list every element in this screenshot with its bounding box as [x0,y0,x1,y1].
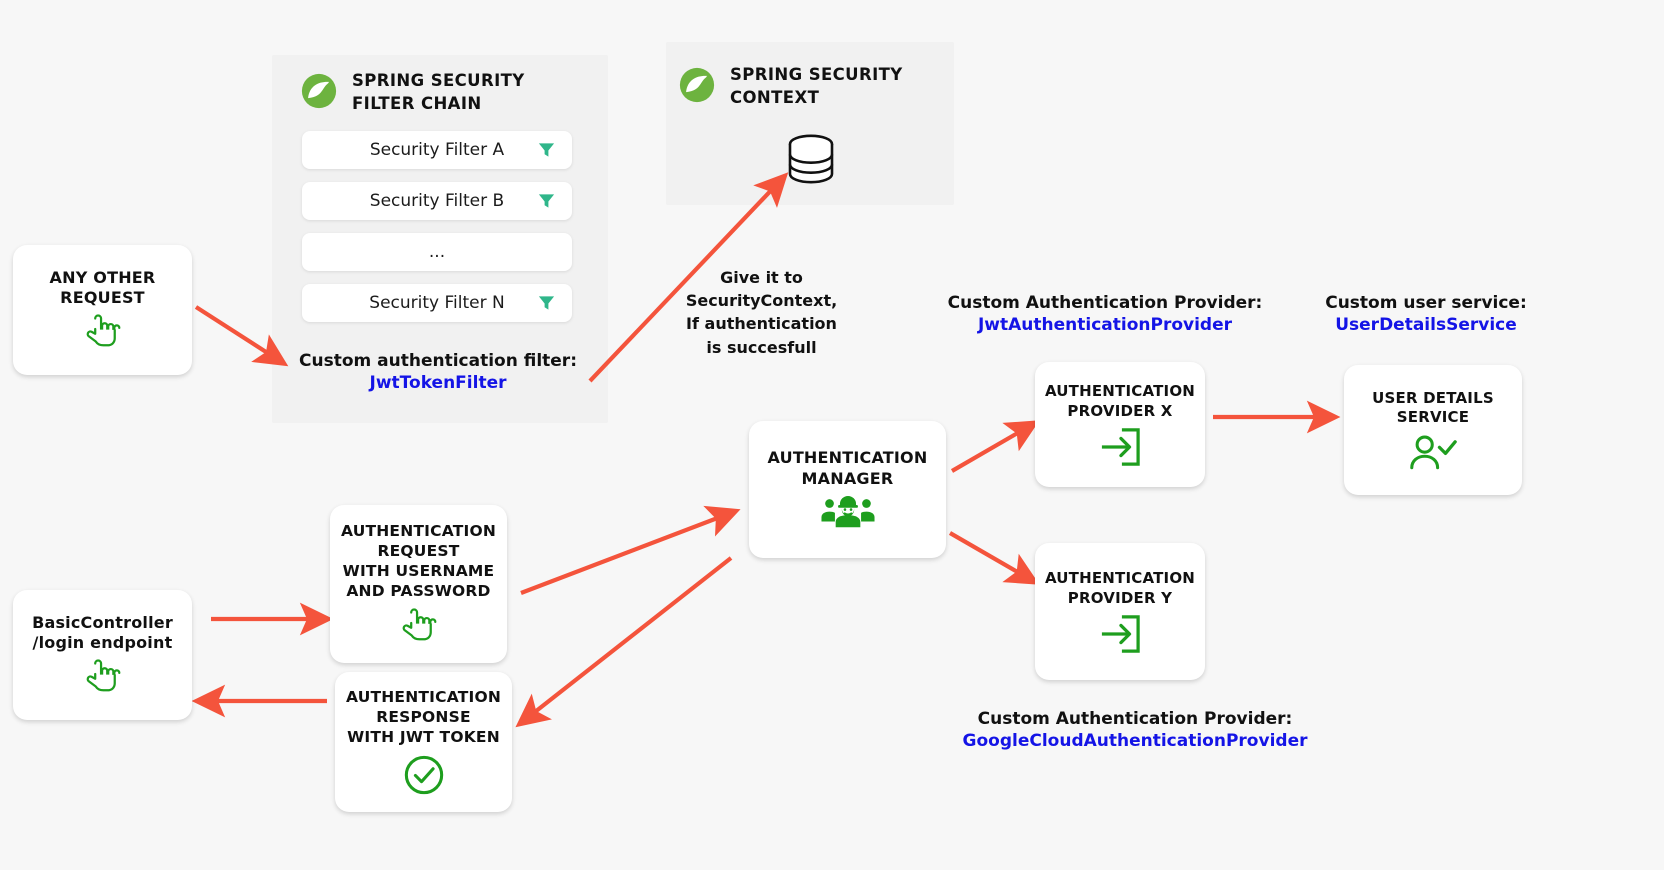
funnel-icon [537,141,556,160]
funnel-icon [537,192,556,211]
pointing-hand-icon [83,314,123,352]
jwt-provider-caption-sub: JwtAuthenticationProvider [977,315,1233,336]
filter-pill-ellipsis-label: ... [428,242,446,262]
filter-chain-title: SPRING SECURITY FILTER CHAIN [352,71,525,113]
google-provider-caption-sub: GoogleCloudAuthenticationProvider [962,731,1308,752]
filter-pill-b-label: Security Filter B [369,191,505,211]
filter-pill-n[interactable]: Security Filter N [302,284,572,322]
pointing-hand-icon [399,608,439,646]
jwt-provider-caption-main: Custom Authentication Provider: [947,293,1263,313]
user-service-caption-sub: UserDetailsService [1335,315,1517,336]
login-arrow-icon [1098,614,1142,654]
card-basic-controller[interactable]: BasicController /login endpoint [13,590,192,720]
card-user-details-service[interactable]: USER DETAILS SERVICE [1344,365,1522,495]
user-check-icon [1409,433,1457,471]
card-any-other-request[interactable]: ANY OTHER REQUEST [13,245,192,375]
jwt-provider-caption: Custom Authentication Provider: JwtAuthe… [945,292,1265,337]
custom-auth-filter-caption-main: Custom authentication filter: [299,351,577,371]
user-service-caption-main: Custom user service: [1325,293,1527,313]
card-any-other-request-title: ANY OTHER REQUEST [49,267,156,307]
card-auth-provider-y[interactable]: AUTHENTICATION PROVIDER Y [1035,543,1205,680]
security-context-header: SPRING SECURITY CONTEXT [678,64,938,110]
give-to-context-note: Give it to SecurityContext, If authentic… [685,268,838,357]
login-arrow-icon [1098,427,1142,467]
filter-chain-header: SPRING SECURITY FILTER CHAIN [300,70,585,116]
card-auth-provider-x-title: AUTHENTICATION PROVIDER X [1044,382,1196,420]
arrow-manager-to-provider-y [948,531,1040,585]
filter-pill-b[interactable]: Security Filter B [302,182,572,220]
google-provider-caption-main: Custom Authentication Provider: [977,709,1293,729]
funnel-icon [537,294,556,313]
card-auth-response-title: AUTHENTICATION RESPONSE WITH JWT TOKEN [345,688,501,746]
filter-pill-a[interactable]: Security Filter A [302,131,572,169]
card-auth-request[interactable]: AUTHENTICATION REQUEST WITH USERNAME AND… [330,505,507,663]
card-auth-provider-y-title: AUTHENTICATION PROVIDER Y [1044,569,1196,607]
pointing-hand-icon [83,659,123,697]
spring-logo-icon [300,72,338,114]
custom-auth-filter-caption: Custom authentication filter: JwtTokenFi… [290,350,586,395]
card-auth-response[interactable]: AUTHENTICATION RESPONSE WITH JWT TOKEN [335,672,512,812]
user-service-caption: Custom user service: UserDetailsService [1310,292,1542,337]
card-authentication-manager[interactable]: AUTHENTICATION MANAGER [749,421,946,558]
filter-pill-ellipsis[interactable]: ... [302,233,572,271]
check-circle-icon [403,754,445,796]
spring-logo-icon [678,66,716,108]
card-basic-controller-title: BasicController /login endpoint [32,612,173,652]
google-provider-caption: Custom Authentication Provider: GoogleCl… [960,708,1310,753]
arrow-any-request-to-filter [194,305,289,367]
arrow-manager-to-provider-x [950,420,1040,473]
card-user-details-service-title: USER DETAILS SERVICE [1372,388,1494,426]
arrow-manager-to-auth-response [515,556,733,728]
arrow-auth-request-to-manager [520,505,741,595]
card-auth-provider-x[interactable]: AUTHENTICATION PROVIDER X [1035,362,1205,487]
card-authentication-manager-title: AUTHENTICATION MANAGER [767,448,928,488]
custom-auth-filter-caption-sub: JwtTokenFilter [369,373,507,394]
people-group-icon [819,495,877,531]
filter-pill-a-label: Security Filter A [369,140,505,160]
card-auth-request-title: AUTHENTICATION REQUEST WITH USERNAME AND… [340,522,496,600]
database-icon [786,133,836,189]
filter-pill-n-label: Security Filter N [369,293,505,313]
security-context-title: SPRING SECURITY CONTEXT [730,65,903,107]
